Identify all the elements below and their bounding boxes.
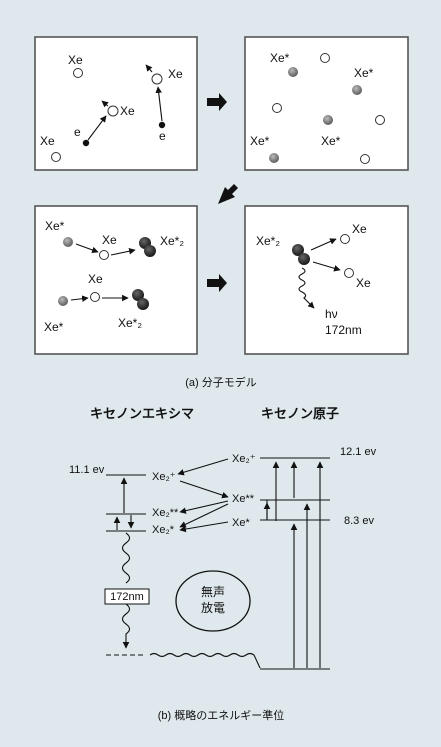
ev-left: 11.1 ev	[69, 464, 105, 476]
xe-atom	[90, 292, 100, 302]
p2-xe-4: Xe*	[250, 134, 270, 148]
electron	[158, 121, 166, 129]
p3-xe-2: Xe	[102, 233, 117, 247]
excimer	[132, 289, 144, 301]
xe-atom	[375, 115, 385, 125]
ev-top: 12.1 ev	[340, 446, 377, 458]
panel-2: Xe* Xe* Xe* Xe*	[244, 36, 409, 171]
xe-atom	[320, 53, 330, 63]
xe-atom	[99, 250, 109, 260]
excited-xe	[63, 237, 73, 247]
excited-xe	[352, 85, 362, 95]
xe-atom	[272, 103, 282, 113]
excimer	[292, 244, 304, 256]
emission-wave-lower	[121, 603, 131, 649]
xe-atom	[340, 234, 350, 244]
excimer	[298, 253, 310, 265]
excited-xe	[58, 296, 68, 306]
label-xe2-plus: Xe₂⁺	[152, 471, 176, 483]
p4-xe-3: Xe	[356, 276, 371, 290]
p1-e-2: e	[159, 129, 166, 143]
ground-potential-curve	[149, 652, 261, 669]
p3-xe-6: Xe*₂	[118, 316, 142, 330]
p4-xe-2: Xe	[352, 222, 367, 236]
box-172nm	[104, 588, 150, 605]
excimer	[144, 245, 156, 257]
header-excimer: キセノンエキシマ	[90, 406, 194, 421]
xe-atom	[360, 154, 370, 164]
arrow-right-icon	[207, 274, 227, 292]
p4-172nm: 172nm	[325, 323, 362, 337]
xe-atom	[73, 68, 83, 78]
xe-atom	[344, 268, 354, 278]
p3-xe-4: Xe	[88, 272, 103, 286]
label-xe2-plus-right: Xe₂⁺	[232, 453, 256, 465]
excimer	[137, 298, 149, 310]
label-xe-starstar: Xe**	[232, 493, 255, 505]
p1-xe-3: Xe	[120, 104, 135, 118]
photon-wave	[298, 267, 315, 309]
p1-e-1: e	[74, 125, 81, 139]
p1-xe-4: Xe	[40, 134, 55, 148]
discharge-label-2: 放電	[201, 600, 225, 615]
label-172nm: 172nm	[110, 591, 144, 603]
p1-xe-2: Xe	[168, 67, 183, 81]
discharge-label-1: 無声	[201, 584, 225, 599]
arrow-right-icon	[207, 93, 227, 111]
p3-xe-5: Xe*	[44, 320, 64, 334]
excited-xe	[269, 153, 279, 163]
label-xe2-starstar: Xe₂**	[152, 507, 179, 519]
panel-1: Xe Xe Xe Xe e e	[34, 36, 198, 171]
p2-xe-3: Xe*	[321, 134, 341, 148]
p4-xe-1: Xe*₂	[256, 234, 280, 248]
excited-xe	[288, 67, 298, 77]
arrow-down-left-icon	[218, 184, 238, 204]
p2-xe-1: Xe*	[270, 51, 290, 65]
excited-xe	[323, 115, 333, 125]
p2-xe-2: Xe*	[354, 66, 374, 80]
header-atom: キセノン原子	[261, 406, 339, 421]
panel-4: Xe*₂ Xe Xe hν 172nm	[244, 205, 409, 355]
panel-3: Xe* Xe Xe*₂ Xe Xe* Xe*₂	[34, 205, 198, 355]
caption-a: (a) 分子モデル	[185, 375, 257, 389]
p1-xe-1: Xe	[68, 53, 83, 67]
xe-atom	[51, 152, 61, 162]
electron	[82, 139, 90, 147]
p3-xe-1: Xe*	[45, 219, 65, 233]
ev-mid: 8.3 ev	[344, 515, 374, 527]
label-xe-star: Xe*	[232, 517, 250, 529]
emission-wave-upper	[121, 532, 131, 584]
caption-b: (b) 概略のエネルギー準位	[158, 708, 285, 722]
p4-hv: hν	[325, 307, 338, 321]
silent-discharge-ellipse	[175, 570, 251, 632]
label-xe2-star: Xe₂*	[152, 524, 175, 536]
p3-xe-3: Xe*₂	[160, 234, 184, 248]
xe-atom	[151, 73, 163, 85]
xe-atom	[107, 105, 119, 117]
